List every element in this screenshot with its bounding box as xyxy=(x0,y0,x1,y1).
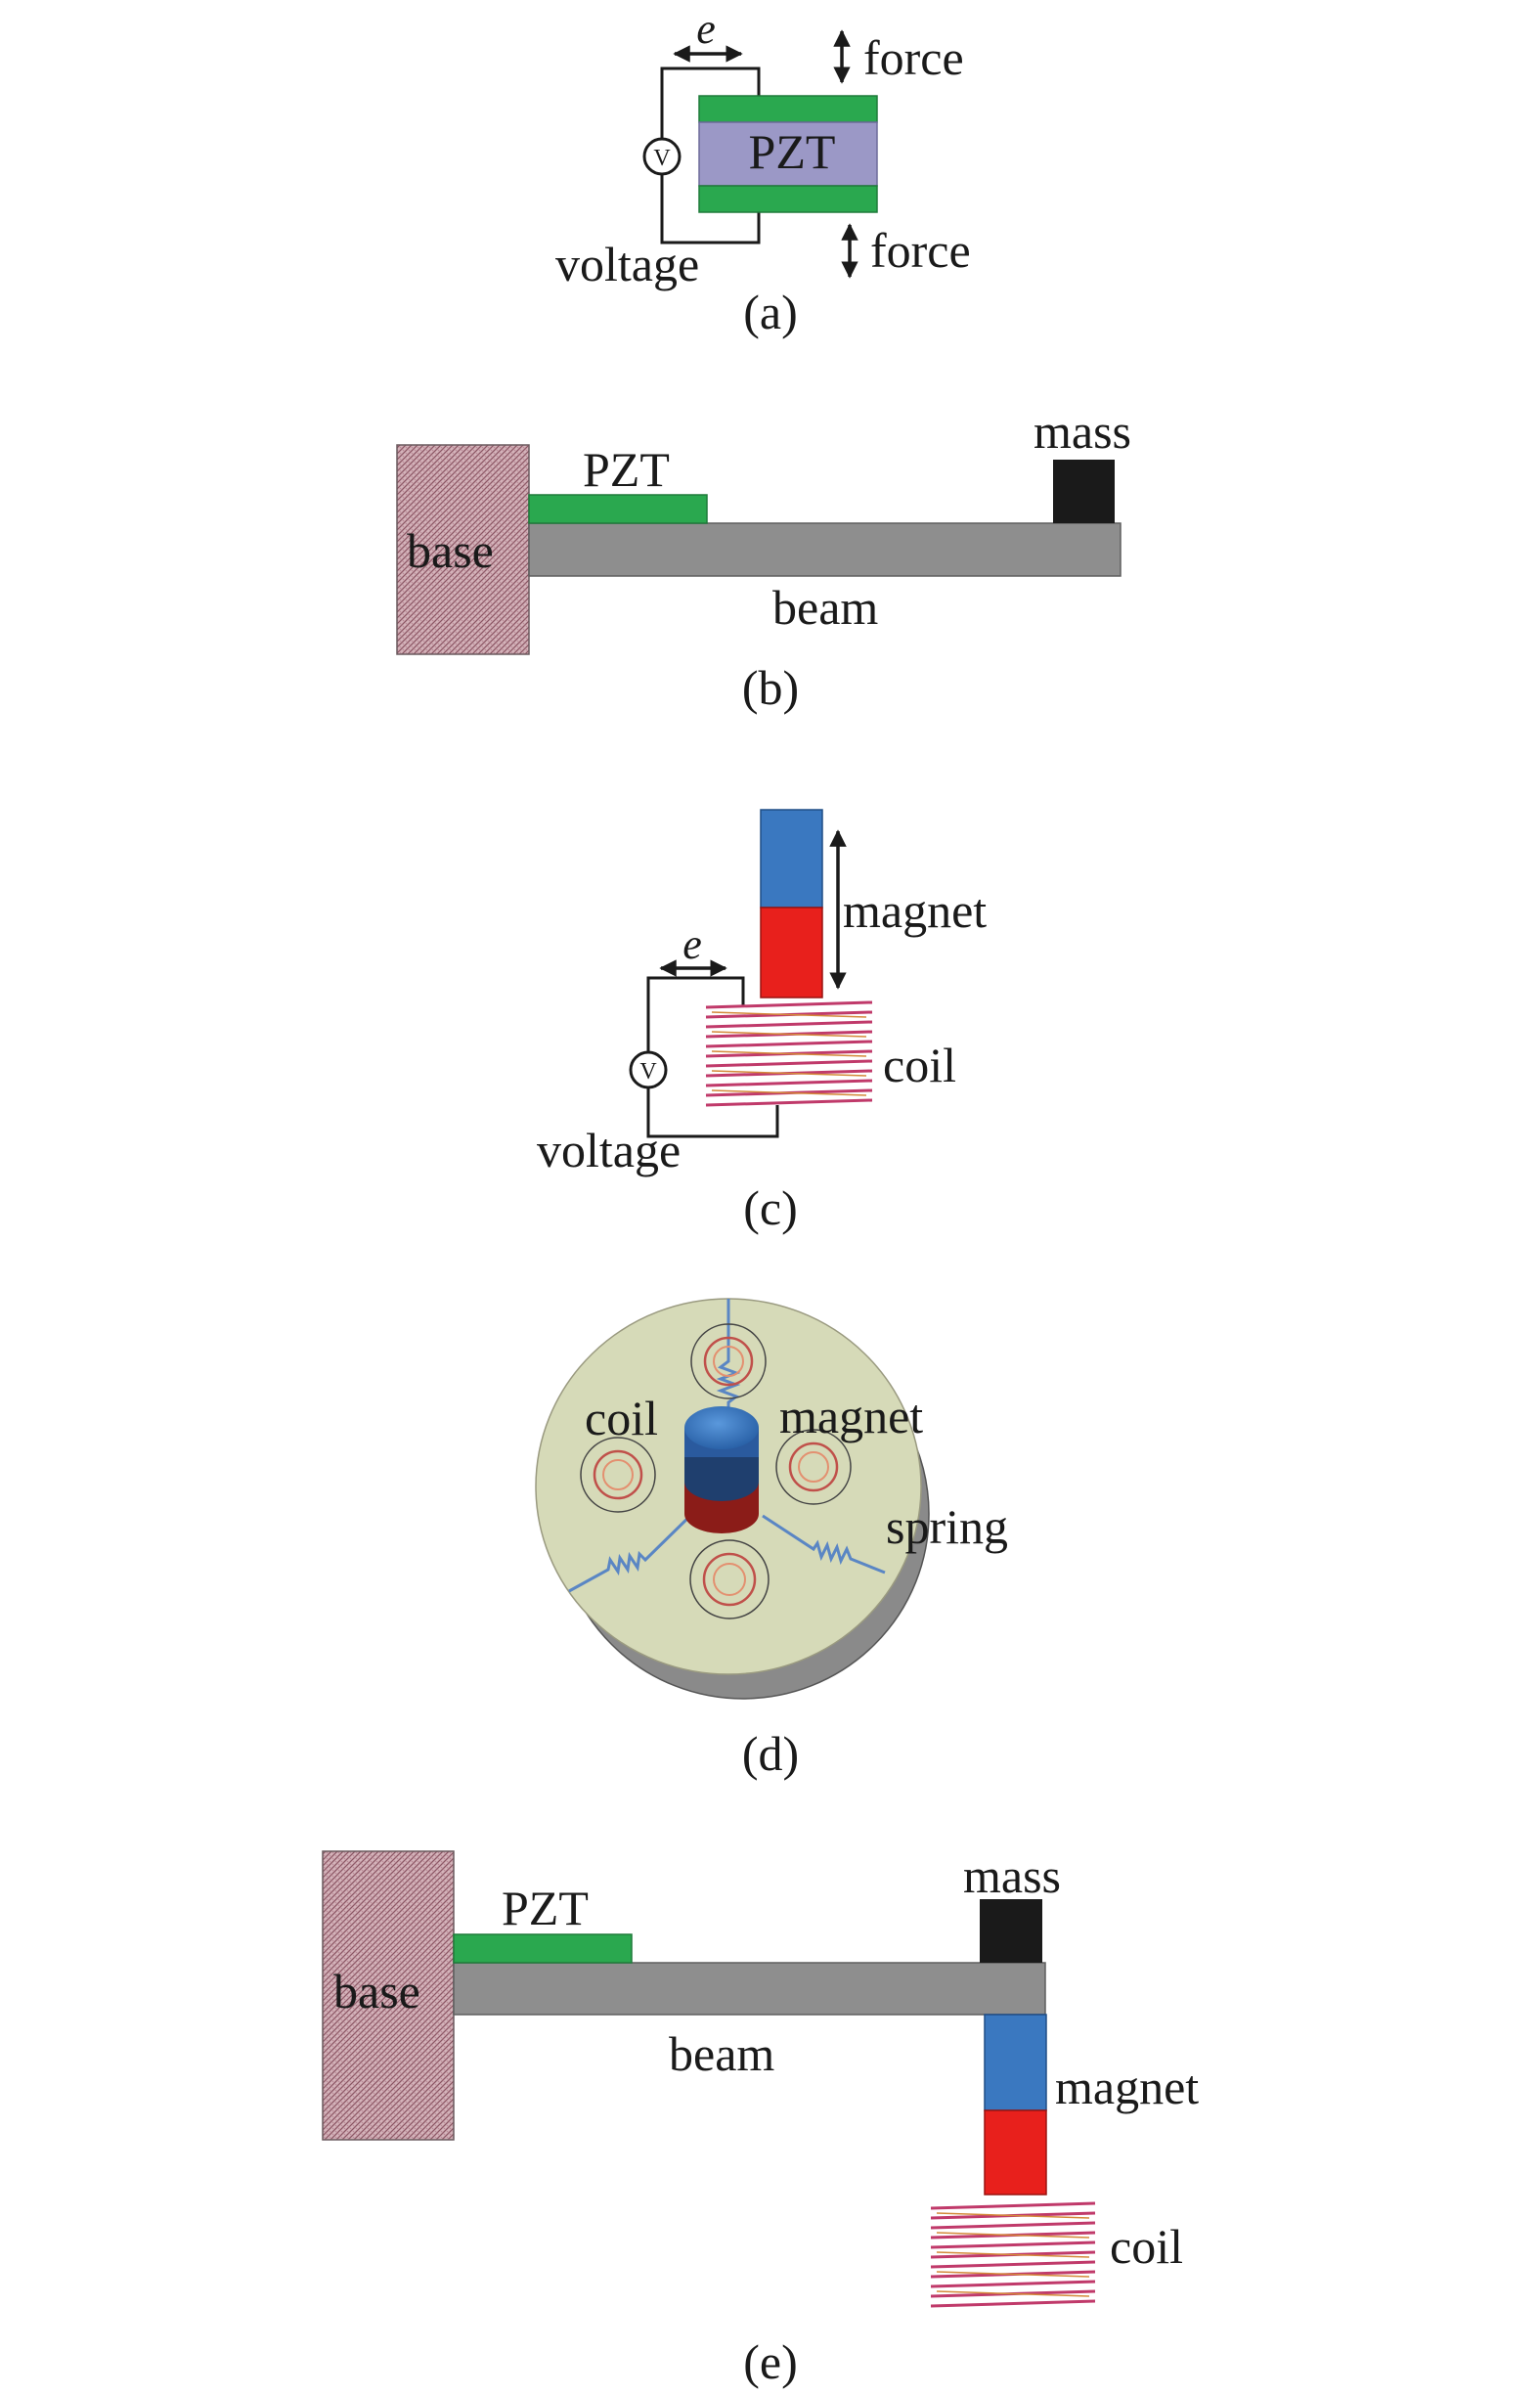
mass-label: mass xyxy=(1034,404,1131,459)
caption-e: (e) xyxy=(743,2334,798,2389)
beam xyxy=(453,1962,1046,2016)
beam-label: beam xyxy=(669,2026,774,2081)
magnet-north xyxy=(760,809,823,909)
pzt-bottom-electrode xyxy=(698,185,878,213)
mass-label: mass xyxy=(963,1848,1061,1903)
beam xyxy=(528,522,1122,577)
panel-e: base PZT mass beam magnet xyxy=(322,1848,1199,2389)
coil-left xyxy=(580,1437,656,1513)
coil-top xyxy=(690,1323,767,1399)
magnet-south xyxy=(984,2109,1047,2195)
beam-label: beam xyxy=(772,580,878,635)
magnet-label: magnet xyxy=(779,1389,923,1443)
magnet-label: magnet xyxy=(843,883,987,938)
panel-b: base PZT mass beam (b) xyxy=(396,404,1131,715)
e-label: e xyxy=(696,5,716,53)
spring-left xyxy=(568,1510,696,1593)
force-bottom-label: force xyxy=(870,223,971,278)
base-block xyxy=(396,444,530,655)
mass-block xyxy=(980,1899,1042,1963)
pzt-label: PZT xyxy=(749,124,836,179)
panel-d: coil magnet spring (d) xyxy=(535,1298,1008,1781)
pzt-top-electrode xyxy=(698,95,878,123)
pzt-layer xyxy=(528,494,708,524)
coil-inner-windings xyxy=(936,2212,1090,2297)
voltage-source-symbol: V xyxy=(639,1059,657,1085)
voltage-label: voltage xyxy=(537,1123,681,1177)
spring-top xyxy=(716,1299,741,1438)
spring-label: spring xyxy=(886,1499,1008,1554)
pzt-label: PZT xyxy=(502,1881,589,1935)
voltage-source-symbol: V xyxy=(653,146,671,171)
voltage-source-icon xyxy=(629,1050,668,1089)
voltage-source-icon xyxy=(642,137,682,176)
base-block xyxy=(322,1850,455,2141)
spring-right xyxy=(762,1514,886,1574)
caption-b: (b) xyxy=(742,660,799,715)
pzt-label: PZT xyxy=(583,442,670,497)
magnet-north xyxy=(984,2014,1047,2111)
panel-a: V PZT e force force voltage (a) xyxy=(555,5,971,339)
pzt-body xyxy=(698,121,878,187)
coil-label: coil xyxy=(1110,2219,1183,2274)
pzt-layer xyxy=(453,1933,633,1964)
base-label: base xyxy=(407,523,494,578)
coil-label: coil xyxy=(883,1038,956,1092)
springs xyxy=(568,1299,886,1593)
caption-a: (a) xyxy=(743,285,798,339)
coil-windings xyxy=(930,2201,1096,2308)
central-magnet xyxy=(684,1406,759,1533)
voltage-label: voltage xyxy=(555,237,699,291)
magnet-label: magnet xyxy=(1055,2060,1199,2114)
e-label: e xyxy=(682,920,702,968)
coil-label: coil xyxy=(585,1391,658,1445)
caption-d: (d) xyxy=(742,1726,799,1781)
coil-right xyxy=(775,1429,852,1505)
panel-c: magnet V e coil voltage xyxy=(537,809,987,1235)
coil-inner-windings xyxy=(711,1011,867,1096)
force-top-label: force xyxy=(863,30,964,85)
mass-block xyxy=(1053,460,1115,523)
coil-bottom xyxy=(689,1539,770,1619)
magnet-south xyxy=(760,907,823,998)
base-label: base xyxy=(333,1964,420,2018)
caption-c: (c) xyxy=(743,1180,798,1235)
